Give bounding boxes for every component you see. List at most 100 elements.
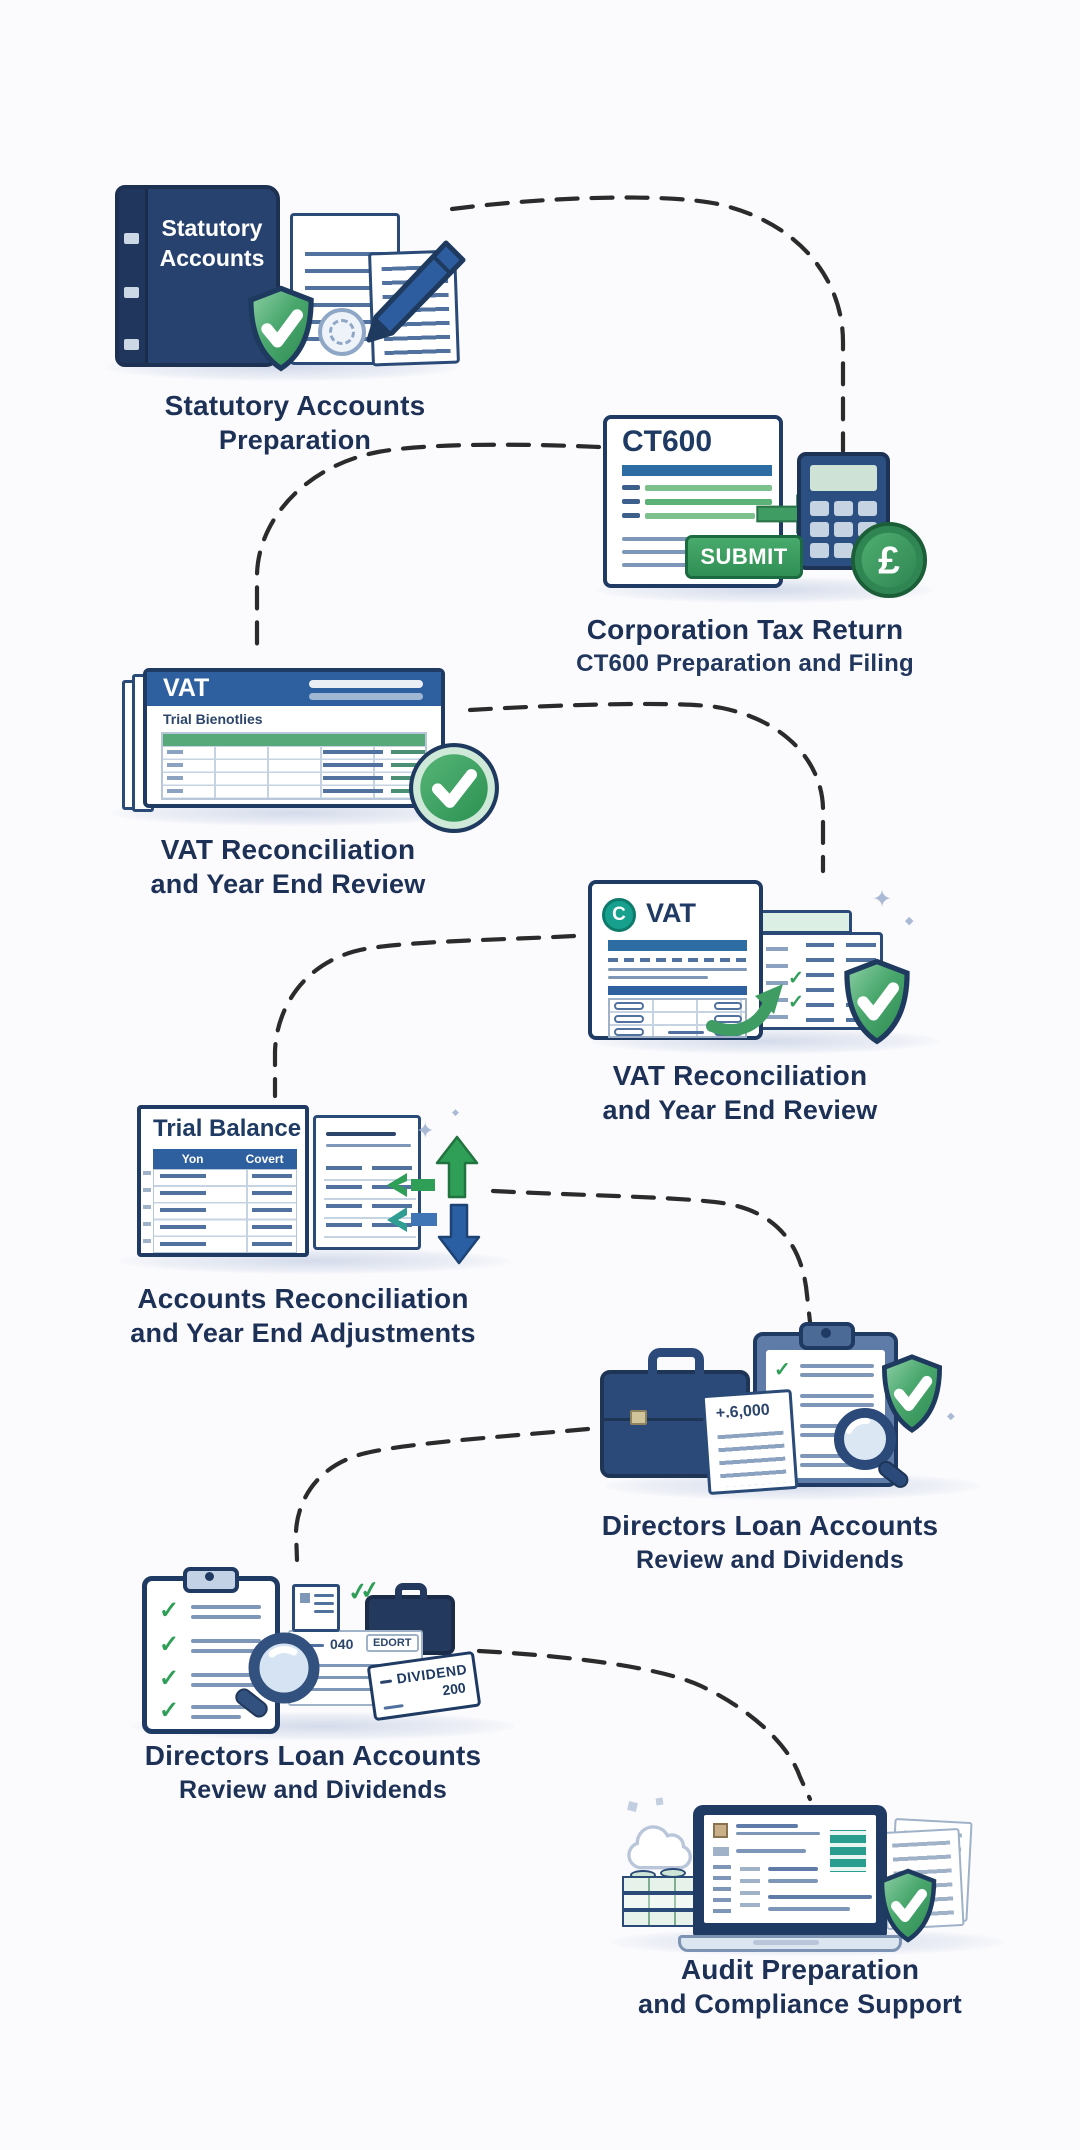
check-icon: ✓ bbox=[159, 1665, 180, 1692]
check-icon: ✓ bbox=[788, 968, 804, 989]
field-green bbox=[645, 513, 755, 519]
pound-symbol: £ bbox=[878, 540, 900, 583]
calculator-key bbox=[834, 501, 853, 516]
row-pill bbox=[614, 1028, 644, 1036]
green-strip bbox=[763, 913, 849, 933]
vat-badge-icon: C bbox=[602, 898, 636, 932]
figures-col bbox=[806, 943, 834, 1027]
step-caption: Audit Preparation and Compliance Support bbox=[600, 1952, 1000, 2021]
gray-line bbox=[326, 1132, 396, 1136]
field-green bbox=[645, 485, 772, 491]
sheet-subtitle: Trial Bienotlies bbox=[163, 711, 263, 727]
calculator-key bbox=[858, 501, 877, 516]
gray-line bbox=[326, 1144, 411, 1147]
caption-line2: and Year End Review bbox=[602, 1095, 878, 1125]
sheet-table bbox=[161, 732, 427, 800]
caption-line1: Audit Preparation bbox=[680, 1954, 920, 1985]
seal-inner bbox=[329, 319, 355, 345]
row-pill bbox=[714, 1015, 742, 1023]
header-pill bbox=[309, 680, 423, 688]
check-icon: ✓ bbox=[358, 1575, 382, 1606]
check-icon: ✓ bbox=[159, 1697, 180, 1724]
trial-balance-doc: Trial Balance Yon Covert bbox=[137, 1105, 309, 1257]
briefcase-clasp bbox=[630, 1410, 647, 1425]
calculator-key bbox=[810, 501, 829, 516]
table-left-marks bbox=[167, 750, 183, 798]
curved-arrow-icon bbox=[706, 984, 783, 1036]
book-spine bbox=[119, 189, 148, 363]
field-gray bbox=[622, 563, 720, 567]
vat-spreadsheet: VAT Trial Bienotlies bbox=[143, 668, 445, 808]
book-title-line1: Statutory bbox=[161, 215, 263, 241]
list-chips bbox=[740, 1867, 760, 1915]
step-corporation-tax: CT600 SUBMIT bbox=[576, 405, 980, 685]
check-circle-icon bbox=[409, 743, 499, 833]
column-header-1: Yon bbox=[181, 1152, 204, 1166]
step-accounts-reconciliation: Trial Balance Yon Covert ✦ ◆ Accounts Re… bbox=[120, 1090, 540, 1360]
connector-3 bbox=[467, 701, 826, 874]
loan-note: +.6,000 bbox=[701, 1388, 799, 1496]
magnifier-icon bbox=[235, 1632, 320, 1718]
row-pill bbox=[714, 1002, 742, 1010]
ledger-row bbox=[622, 1893, 698, 1910]
blue-bar bbox=[411, 1213, 437, 1226]
teal-chevron-icon bbox=[387, 1207, 407, 1232]
caption-line2: and Compliance Support bbox=[638, 1989, 962, 2019]
caption-line2: CT600 Preparation and Filing bbox=[576, 650, 914, 677]
pound-coin-icon: £ bbox=[850, 521, 928, 599]
step-caption: VAT Reconciliation and Year End Review bbox=[540, 1058, 940, 1127]
connector-7 bbox=[476, 1648, 813, 1802]
check-icon: ✓ bbox=[774, 1359, 791, 1381]
sheet-header-bar: VAT bbox=[147, 672, 441, 706]
caption-line1: VAT Reconciliation bbox=[160, 834, 416, 865]
check-icon: ✓ bbox=[159, 1631, 180, 1658]
step-caption: Corporation Tax Return CT600 Preparation… bbox=[545, 612, 945, 681]
pixel-decor bbox=[655, 1797, 664, 1806]
step-caption: VAT Reconciliation and Year End Review bbox=[88, 832, 488, 901]
laptop-icon bbox=[693, 1805, 887, 1937]
check-icon: ✓ bbox=[788, 992, 804, 1013]
submit-label: SUBMIT bbox=[700, 544, 788, 569]
memo-square bbox=[300, 1593, 310, 1603]
briefcase-handle bbox=[648, 1348, 704, 1382]
mini-dash bbox=[668, 1031, 704, 1034]
margin-boxes bbox=[143, 1171, 151, 1253]
check-icon: ✓ bbox=[159, 1597, 180, 1624]
badge-letter: C bbox=[612, 904, 626, 925]
field-dash bbox=[622, 499, 640, 504]
gibberish-col bbox=[326, 1166, 362, 1236]
laptop-screen bbox=[704, 1815, 876, 1923]
caption-line2: and Year End Adjustments bbox=[130, 1318, 476, 1348]
down-arrow-icon bbox=[437, 1203, 481, 1265]
book-title: Statutory Accounts bbox=[147, 213, 277, 273]
doc-title: CT600 bbox=[622, 425, 713, 458]
caption-line1: VAT Reconciliation bbox=[612, 1060, 868, 1091]
calculator-key bbox=[810, 543, 829, 558]
book-title-line2: Accounts bbox=[159, 245, 265, 271]
statutory-book: Statutory Accounts bbox=[115, 185, 280, 367]
caption-line2: Review and Dividends bbox=[636, 1546, 904, 1574]
note-lines bbox=[717, 1430, 787, 1488]
step-directors-loan-briefcase: ✓ ✓ ✓ ✓ +.6,000 bbox=[595, 1320, 995, 1580]
caption-line1: Accounts Reconciliation bbox=[137, 1283, 469, 1314]
shield-check-icon bbox=[881, 1354, 943, 1433]
avatar-square bbox=[713, 1823, 728, 1838]
seal-icon bbox=[318, 308, 366, 356]
green-bar bbox=[411, 1179, 435, 1191]
caption-line1: Directors Loan Accounts bbox=[601, 1510, 939, 1541]
calculator-icon bbox=[797, 452, 890, 570]
field-green bbox=[645, 499, 772, 505]
calculator-key bbox=[834, 522, 853, 537]
spine-clasp bbox=[124, 287, 139, 298]
caption-line1: Statutory Accounts bbox=[164, 390, 426, 421]
sparkle-icon: ✦ bbox=[872, 886, 893, 913]
step-vat-reconciliation-doc: ✓ ✓ C VAT bbox=[575, 870, 975, 1130]
sparkle-icon: ◆ bbox=[905, 915, 914, 927]
step-directors-loan-clipboard: ✓ ✓ ✓ ✓ 040 EDORT ✓✓ bbox=[120, 1560, 540, 1830]
step-vat-reconciliation-sheet: VAT Trial Bienotlies VAT Reconciliation … bbox=[110, 650, 510, 910]
ledger-row bbox=[622, 1876, 698, 1893]
step-caption: Statutory Accounts Preparation bbox=[95, 388, 495, 457]
step-audit-preparation: Audit Preparation and Compliance Support bbox=[600, 1797, 1020, 2080]
title-bar bbox=[622, 465, 772, 476]
